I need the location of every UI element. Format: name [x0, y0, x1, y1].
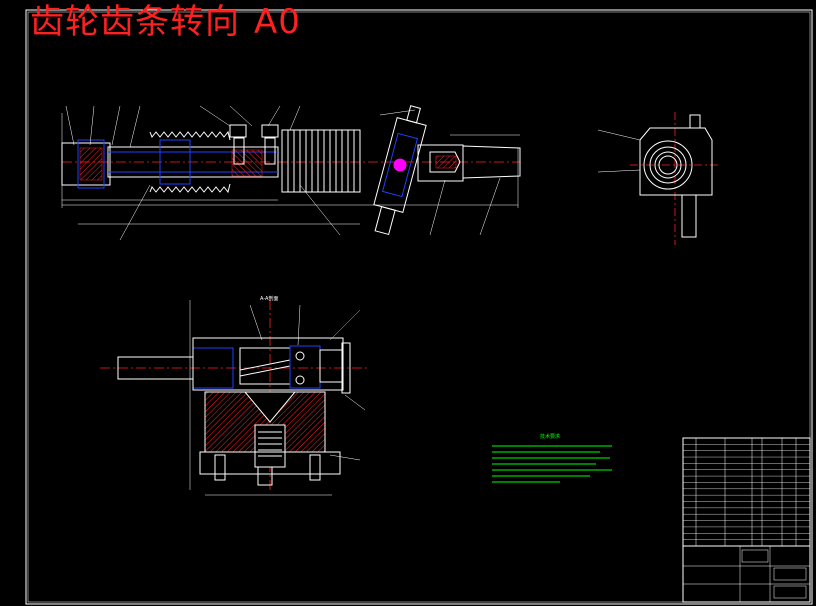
parts-list-rows [683, 444, 810, 540]
section-label: A-A剖面 [260, 296, 279, 302]
parts-list-table [682, 437, 811, 547]
sheet-border [25, 9, 813, 605]
drawing-name: 齿轮齿条转向 [30, 2, 240, 42]
drawing-title: 齿轮齿条转向 A0 [30, 2, 301, 42]
right-bellows-boot [281, 129, 361, 193]
technical-requirements-heading: 技术要求 [540, 434, 561, 440]
front-view-rack-assembly [61, 105, 521, 241]
sheet-size: A0 [254, 2, 301, 42]
title-block [682, 545, 811, 603]
pinion-housing [373, 105, 427, 236]
sheet-inner-border [27, 11, 811, 603]
side-view-pinion-housing [597, 112, 720, 245]
technical-notes-lines [492, 445, 612, 483]
section-view-a-a [100, 300, 370, 496]
